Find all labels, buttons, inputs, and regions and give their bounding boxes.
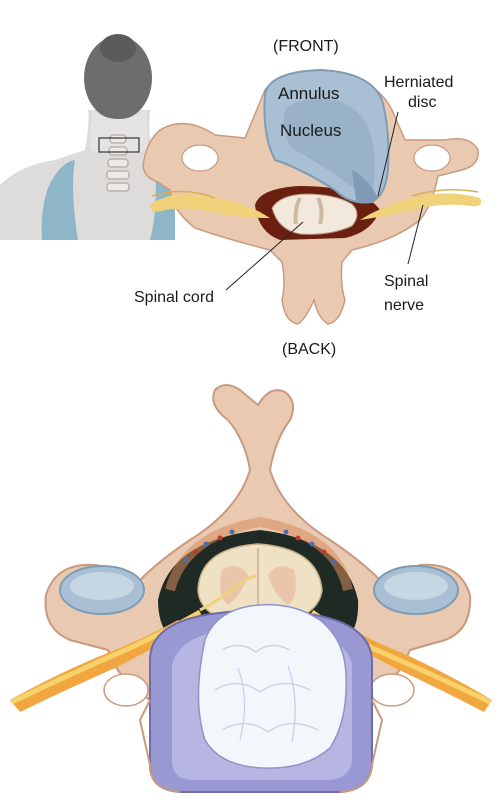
label-back: (BACK): [282, 341, 337, 358]
vessel-dots: [183, 529, 337, 565]
label-annulus: Annulus: [278, 84, 340, 103]
leader-lines: [225, 111, 424, 291]
shirt-left-strap: [41, 160, 78, 240]
spine-thumbnail: [106, 134, 130, 192]
head-hair: [84, 36, 152, 120]
label-spinal-nerve-line1: Spinal: [384, 273, 429, 290]
person-thumbnail: [0, 34, 175, 240]
highlight-box: [98, 137, 140, 153]
label-herniated-disc-line1: Herniated: [384, 74, 454, 91]
label-nucleus: Nucleus: [280, 121, 342, 140]
bottom-vertebra: [10, 384, 492, 793]
hair-bun: [100, 34, 136, 62]
label-herniated-disc-line2: disc: [408, 94, 437, 111]
label-spinal-nerve-line2: nerve: [384, 297, 425, 314]
label-spinal-cord: Spinal cord: [134, 289, 215, 306]
top-vertebra: [142, 68, 482, 325]
label-front: (FRONT): [273, 38, 339, 55]
